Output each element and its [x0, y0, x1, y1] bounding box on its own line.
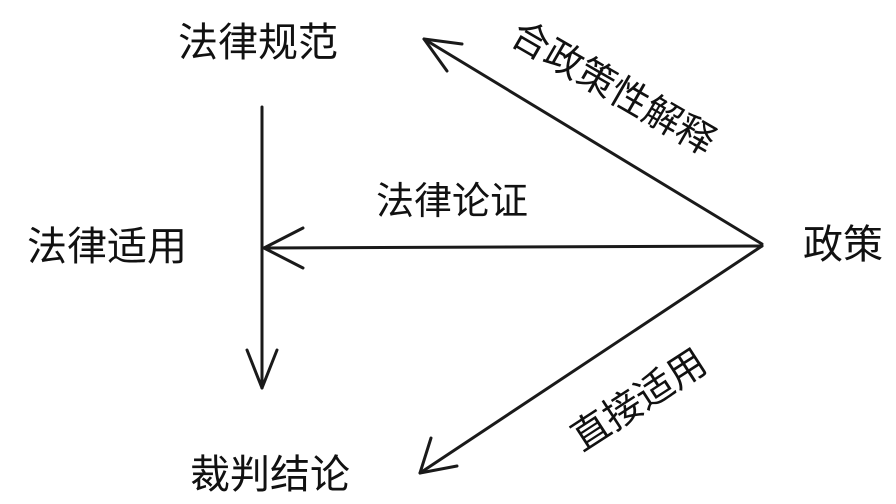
arrow-policy-to-legal-application: [262, 226, 764, 270]
edge-label-legal-argumentation: 法律论证: [376, 179, 528, 223]
arrowhead-legal-norm: [422, 37, 464, 73]
node-legal-application: 法律适用: [27, 224, 187, 270]
edge-label-direct-application: 直接适用: [563, 340, 714, 460]
node-judgment-conclusion: 裁判结论: [190, 452, 350, 498]
arrow-legal-norm-to-judgment: [245, 105, 279, 390]
arrowhead-vertical: [245, 348, 279, 390]
edge-label-policy-interpretation: 合政策性解释: [504, 12, 723, 164]
node-policy: 政策: [803, 222, 883, 268]
arrow-policy-to-judgment: [418, 244, 764, 475]
arrowhead-judgment: [418, 436, 459, 475]
node-legal-norm: 法律规范: [178, 20, 338, 66]
arrow-policy-to-legal-norm: [422, 37, 764, 246]
arrowhead-legal-application: [262, 226, 305, 270]
